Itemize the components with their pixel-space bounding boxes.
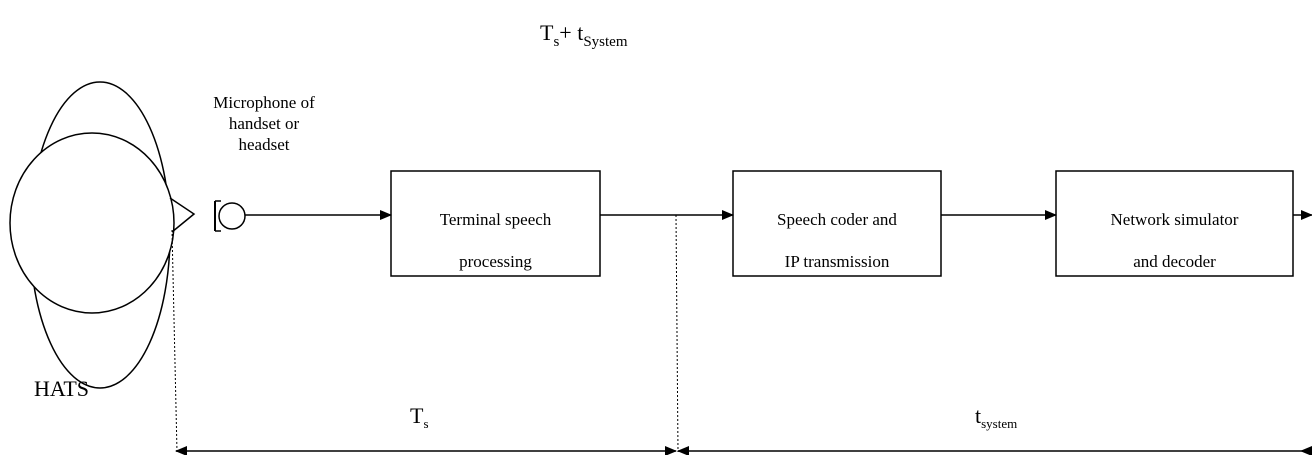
total-plus: + t: [559, 20, 584, 45]
microphone-icon: [214, 200, 246, 232]
network-block-line1: Network simulator: [1110, 210, 1239, 229]
terminal-speech-processing-block: [390, 170, 601, 277]
network-simulator-block: [1055, 170, 1294, 277]
total-plus-sub: System: [583, 34, 628, 50]
tsystem-interval-arrowhead: [1300, 446, 1312, 455]
hats-head-icon: [9, 81, 196, 389]
total-delay-label: Ts+ tSystem: [540, 20, 628, 50]
terminal-speech-processing-text: Terminal speech processing: [391, 188, 600, 293]
interface-reference-line: [675, 214, 679, 453]
total-main: T: [540, 20, 554, 45]
network-block-line2: and decoder: [1133, 252, 1216, 271]
speech-coder-text: Speech coder and IP transmission: [733, 188, 941, 293]
coder-block-line2: IP transmission: [784, 252, 890, 271]
mouth-reference-line: [171, 229, 178, 453]
tsystem-main: t: [975, 403, 982, 428]
terminal-block-line2: processing: [459, 252, 532, 271]
network-simulator-text: Network simulator and decoder: [1056, 188, 1293, 293]
ts-interval-label: Ts: [410, 403, 429, 432]
coder-block-line1: Speech coder and: [777, 210, 897, 229]
microphone-label: Microphone of handset or headset: [197, 92, 331, 155]
tsystem-sub: system: [981, 416, 1018, 431]
hats-label: HATS: [34, 376, 90, 401]
tsystem-interval-label: tsystem: [975, 403, 1017, 432]
total-main-sub: s: [553, 34, 560, 50]
microphone-label-line1: Microphone of: [213, 93, 315, 112]
microphone-label-line2: handset or: [228, 114, 300, 133]
speech-coder-block: [732, 170, 942, 277]
ts-main: T: [410, 403, 424, 428]
terminal-block-line1: Terminal speech: [439, 210, 552, 229]
microphone-label-line3: headset: [238, 135, 290, 154]
ts-sub: s: [423, 416, 429, 431]
